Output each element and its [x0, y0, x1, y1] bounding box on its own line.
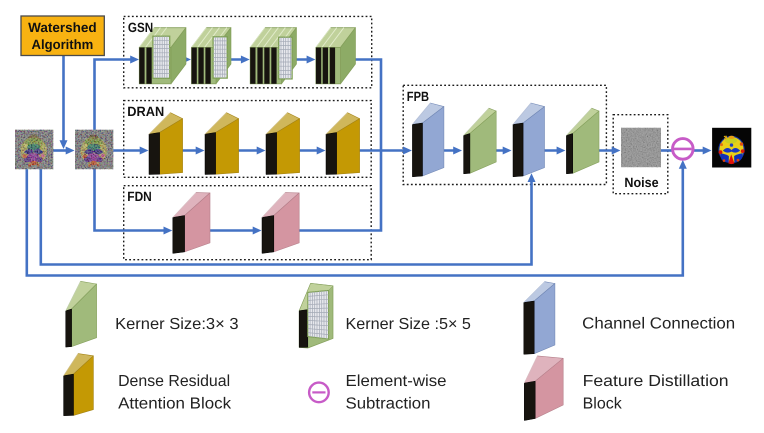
svg-text:GSN: GSN — [128, 20, 153, 35]
svg-text:Algorithm: Algorithm — [32, 37, 94, 52]
svg-text:Kerner Size :5× 5: Kerner Size :5× 5 — [346, 316, 471, 333]
svg-text:Attention Block: Attention Block — [118, 395, 232, 412]
svg-text:Feature Distillation: Feature Distillation — [583, 373, 729, 390]
svg-text:Dense Residual: Dense Residual — [118, 373, 230, 390]
svg-text:Kerner Size:3× 3: Kerner Size:3× 3 — [115, 316, 239, 333]
svg-text:Element-wise: Element-wise — [346, 373, 447, 390]
svg-text:FPB: FPB — [407, 89, 429, 104]
svg-text:Watershed: Watershed — [28, 20, 97, 35]
svg-text:DRAN: DRAN — [127, 104, 164, 119]
svg-text:Subtraction: Subtraction — [346, 395, 431, 412]
svg-text:FDN: FDN — [127, 189, 152, 204]
svg-text:Block: Block — [583, 395, 623, 412]
svg-text:Noise: Noise — [624, 175, 658, 190]
svg-text:Channel Connection: Channel Connection — [582, 316, 735, 333]
